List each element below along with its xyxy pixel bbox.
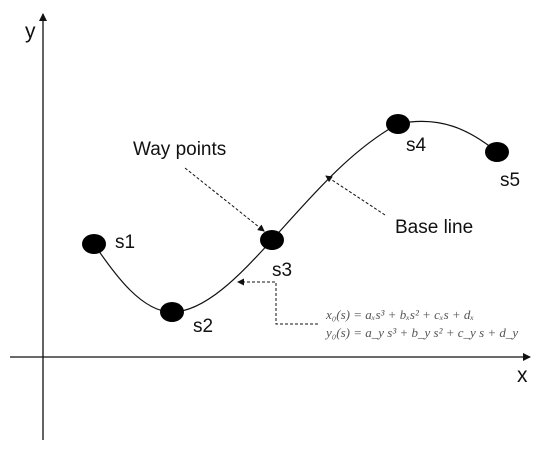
way-points-arrow (184, 167, 265, 232)
equation-pointer (237, 278, 318, 325)
way-points-label: Way points (133, 139, 226, 160)
equation-y: y₀(s) = a_y s³ + b_y s² + c_y s + d_y (324, 325, 518, 340)
x-axis-label: x (517, 364, 528, 387)
waypoint-label-s4: s4 (406, 135, 427, 156)
waypoint-s2 (160, 302, 184, 322)
waypoint-s3 (260, 230, 284, 250)
base-line-arrow (325, 175, 386, 216)
waypoint-label-s5: s5 (500, 170, 520, 191)
waypoint-s1 (82, 234, 106, 254)
waypoint-label-s3: s3 (272, 260, 292, 281)
base-line-label: Base line (395, 217, 473, 238)
waypoint-s4 (386, 114, 410, 134)
equation-x: x₀(s) = aₓs³ + bₓs² + cₓs + dₓ (325, 307, 474, 322)
y-axis-label: y (25, 20, 36, 43)
waypoint-label-s2: s2 (193, 316, 213, 337)
waypoint-s5 (485, 142, 509, 162)
waypoint-label-s1: s1 (115, 232, 135, 253)
